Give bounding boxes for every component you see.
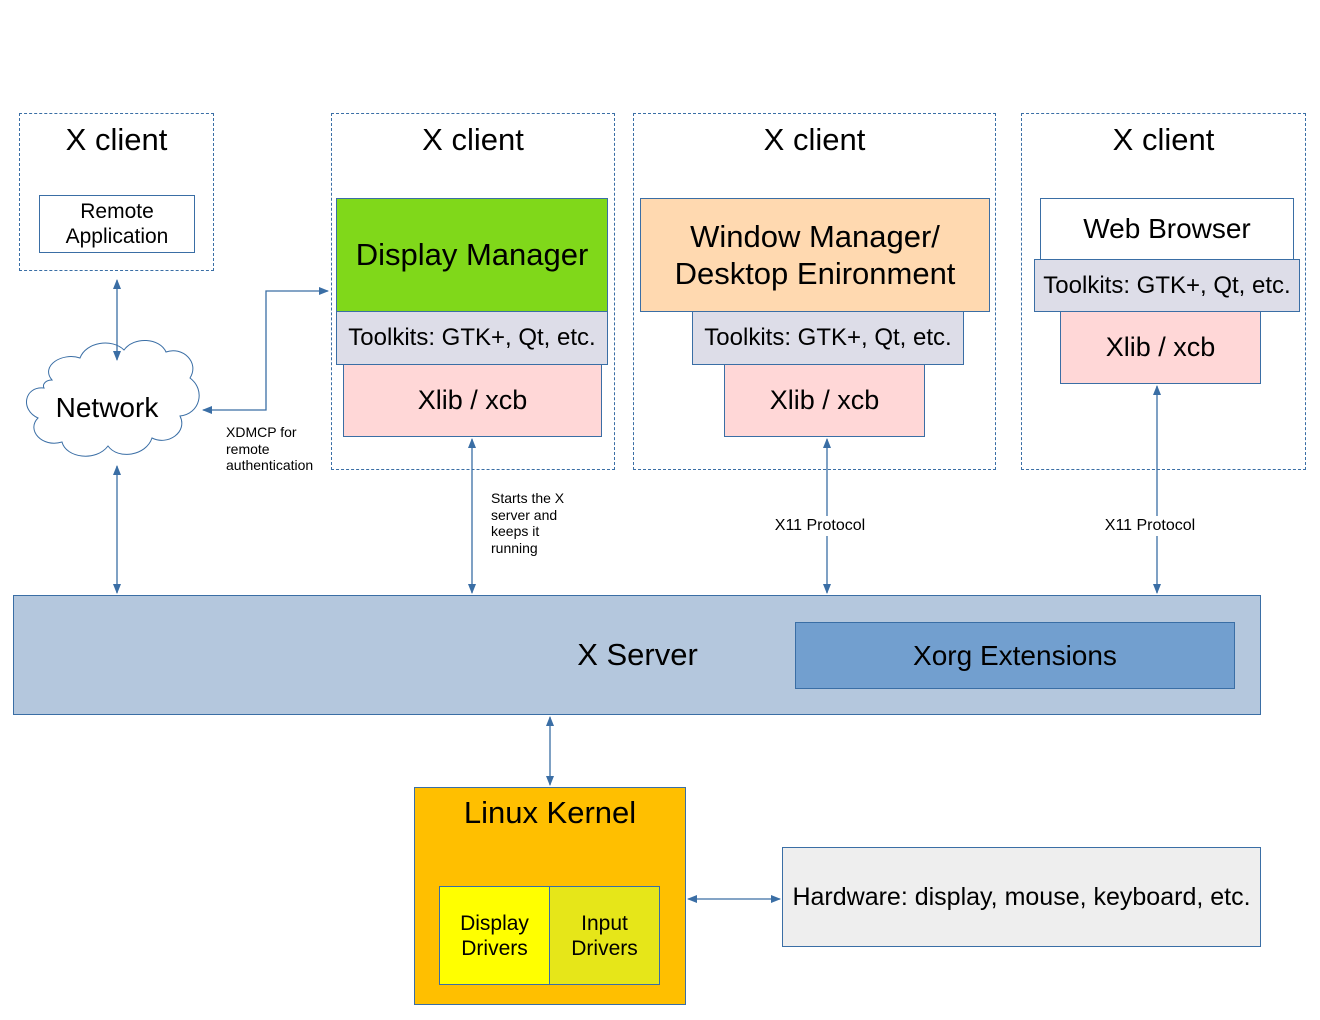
xlib-label: Xlib / xcb: [1105, 332, 1216, 362]
hardware-label: Hardware: display, mouse, keyboard, etc.: [792, 882, 1251, 911]
display-manager-label: Display Manager: [355, 237, 589, 272]
x-client-web-browser: X client: [1021, 113, 1306, 470]
x-client-title: X client: [65, 122, 168, 157]
toolkit-box: Toolkits: GTK+, Qt, etc.: [692, 311, 964, 365]
starts-line-4: running: [491, 539, 538, 556]
xlib-label: Xlib / xcb: [769, 385, 880, 415]
x-server-text: X Server: [577, 637, 698, 672]
xlib-box: Xlib / xcb: [724, 364, 925, 437]
toolkit-label: Toolkits: GTK+, Qt, etc.: [348, 324, 596, 351]
x-client-title: X client: [422, 122, 524, 157]
remote-application-label: Remote Application: [65, 200, 169, 248]
xlib-box: Xlib / xcb: [1060, 311, 1261, 384]
xdmcp-line-2: remote: [226, 440, 270, 457]
x-server-label: X Server: [540, 630, 735, 680]
x11-protocol-label: X11 Protocol: [1090, 516, 1210, 536]
web-browser-box: Web Browser: [1040, 198, 1294, 260]
toolkit-label: Toolkits: GTK+, Qt, etc.: [704, 324, 952, 351]
x-client-title: X client: [763, 122, 866, 157]
linux-kernel-label: Linux Kernel: [463, 795, 637, 830]
web-browser-label: Web Browser: [1083, 213, 1251, 244]
x-client-title: X client: [1112, 122, 1215, 157]
input-drivers-box: Input Drivers: [549, 886, 660, 985]
x11-protocol-label: X11 Protocol: [760, 516, 880, 536]
display-drivers-label: Display Drivers: [460, 911, 529, 960]
input-drivers-label: Input Drivers: [571, 911, 638, 960]
x-client-remote: X client: [19, 113, 214, 271]
network-cloud-icon: [26, 340, 200, 457]
xdmcp-line-1: XDMCP for: [226, 424, 297, 440]
toolkit-label: Toolkits: GTK+, Qt, etc.: [1043, 271, 1291, 299]
xlib-box: Xlib / xcb: [343, 364, 602, 437]
toolkit-box: Toolkits: GTK+, Qt, etc.: [1034, 259, 1300, 312]
window-manager-box: Window Manager/ Desktop Enironment: [640, 198, 990, 312]
toolkit-box: Toolkits: GTK+, Qt, etc.: [336, 311, 608, 365]
display-manager-box: Display Manager: [336, 198, 608, 312]
x-client-window-manager: X client: [633, 113, 996, 470]
xlib-label: Xlib / xcb: [417, 385, 528, 415]
xorg-extensions-label: Xorg Extensions: [913, 639, 1117, 671]
remote-application-box: Remote Application: [39, 195, 195, 253]
xdmcp-line-3: authentication: [226, 457, 314, 473]
starts-line-3: keeps it: [491, 523, 540, 539]
starts-annotation: Starts the X server and keeps it running: [491, 490, 591, 556]
network-label: Network: [55, 392, 159, 423]
xdmcp-annotation: XDMCP for remote authentication: [226, 424, 336, 474]
xorg-extensions-box: Xorg Extensions: [795, 622, 1235, 689]
arrow-xdmcp: [202, 287, 329, 414]
window-manager-label-line1: Window Manager/: [690, 219, 940, 254]
hardware-box: Hardware: display, mouse, keyboard, etc.: [782, 847, 1261, 947]
window-manager-label-line2: Desktop Enironment: [674, 256, 956, 291]
starts-line-1: Starts the X: [491, 490, 565, 506]
starts-line-2: server and: [491, 506, 558, 523]
